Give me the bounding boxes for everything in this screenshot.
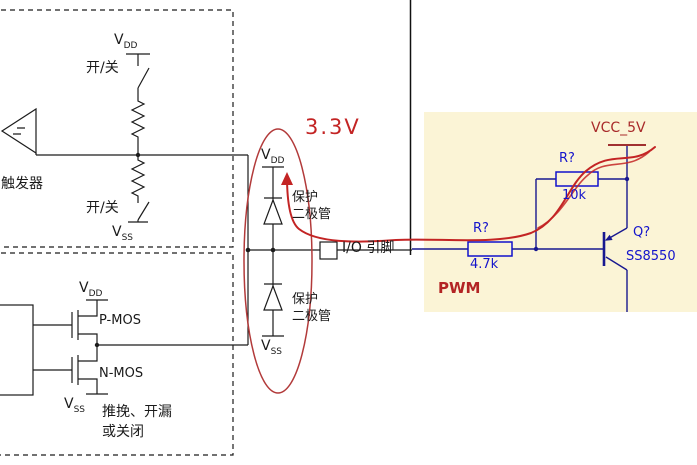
annotation-arrow-sketch-stroke bbox=[537, 151, 650, 229]
output-mode-label-1: 推挽、开漏 bbox=[102, 404, 172, 420]
protect-bottom-label-2: 二极管 bbox=[292, 309, 332, 324]
driver-circuit bbox=[412, 145, 628, 312]
protection-diode-bottom bbox=[263, 284, 283, 311]
voltage-annotation: 3.3V bbox=[305, 115, 361, 139]
driver-junction-dots bbox=[533, 176, 630, 252]
r2-refdes: R? bbox=[473, 221, 489, 236]
vcc-5v-label: VCC_5V bbox=[591, 120, 646, 136]
vdd-sub: DD bbox=[88, 288, 103, 299]
junction-dots bbox=[94, 152, 276, 348]
vdd-label-output-stage: VDD bbox=[79, 281, 102, 299]
output-control-box bbox=[0, 304, 34, 396]
vdd-base: V bbox=[261, 147, 271, 163]
switch-1 bbox=[137, 67, 150, 98]
vss-base: V bbox=[112, 224, 122, 240]
vss-base: V bbox=[64, 396, 74, 412]
pwm-label: PWM bbox=[438, 279, 481, 297]
vdd-sub: DD bbox=[270, 155, 285, 166]
nmos-label: N-MOS bbox=[99, 366, 144, 381]
input-stage-box bbox=[0, 9, 234, 248]
output-stage-box bbox=[0, 252, 234, 456]
r2-value: 4.7k bbox=[470, 257, 499, 272]
nmos-symbol bbox=[33, 345, 108, 395]
output-mode-label-2: 或关闭 bbox=[102, 424, 144, 440]
vss-label-pin: VSS bbox=[261, 339, 282, 357]
trigger-label: 触发器 bbox=[1, 176, 43, 192]
vdd-base: V bbox=[79, 280, 89, 296]
vss-base: V bbox=[261, 338, 271, 354]
io-pad bbox=[319, 241, 338, 260]
vdd-label-input-stage: VDD bbox=[114, 33, 137, 51]
switch2-label: 开/关 bbox=[86, 200, 119, 216]
gpio-internal-circuit bbox=[0, 9, 412, 456]
vdd-sub: DD bbox=[123, 40, 138, 51]
collector-segment bbox=[605, 256, 628, 271]
vdd-label-pin: VDD bbox=[261, 148, 284, 166]
vss-sub: SS bbox=[121, 232, 134, 243]
r1-value: 10k bbox=[562, 188, 587, 203]
q1-value: SS8550 bbox=[626, 249, 676, 264]
vdd-base: V bbox=[114, 32, 124, 48]
pulldown-resistor bbox=[130, 155, 146, 203]
protect-top-label-1: 保护 bbox=[292, 190, 319, 205]
pullup-10k-wires bbox=[535, 178, 627, 249]
hysteresis-glyph bbox=[13, 127, 37, 155]
vss-sub: SS bbox=[73, 404, 86, 415]
pnp-emitter-arrow bbox=[605, 234, 613, 241]
vdd-symbol-input bbox=[126, 53, 150, 66]
pmos-symbol bbox=[33, 299, 108, 345]
protect-top-label-2: 二极管 bbox=[292, 207, 332, 222]
vss-label-input-stage: VSS bbox=[112, 225, 133, 243]
annotation-arrow bbox=[281, 146, 656, 243]
switch-2 bbox=[128, 201, 150, 223]
schmitt-trigger-symbol bbox=[0, 107, 37, 155]
protection-diode-highlight-ellipse bbox=[243, 128, 313, 394]
resistor-4k7 bbox=[467, 241, 513, 257]
protect-bottom-label-1: 保护 bbox=[292, 292, 319, 307]
switch1-label: 开/关 bbox=[86, 60, 119, 76]
io-pin-label: I/O 引脚 bbox=[342, 240, 395, 256]
vss-label-output-stage: VSS bbox=[64, 397, 85, 415]
q1-refdes: Q? bbox=[633, 225, 651, 240]
vss-sub: SS bbox=[270, 346, 283, 357]
driver-schematic-background bbox=[424, 112, 697, 312]
pullup-resistor bbox=[130, 98, 146, 155]
protection-diode-top bbox=[263, 198, 283, 225]
r1-refdes: R? bbox=[559, 151, 575, 166]
pmos-label: P-MOS bbox=[99, 313, 141, 328]
